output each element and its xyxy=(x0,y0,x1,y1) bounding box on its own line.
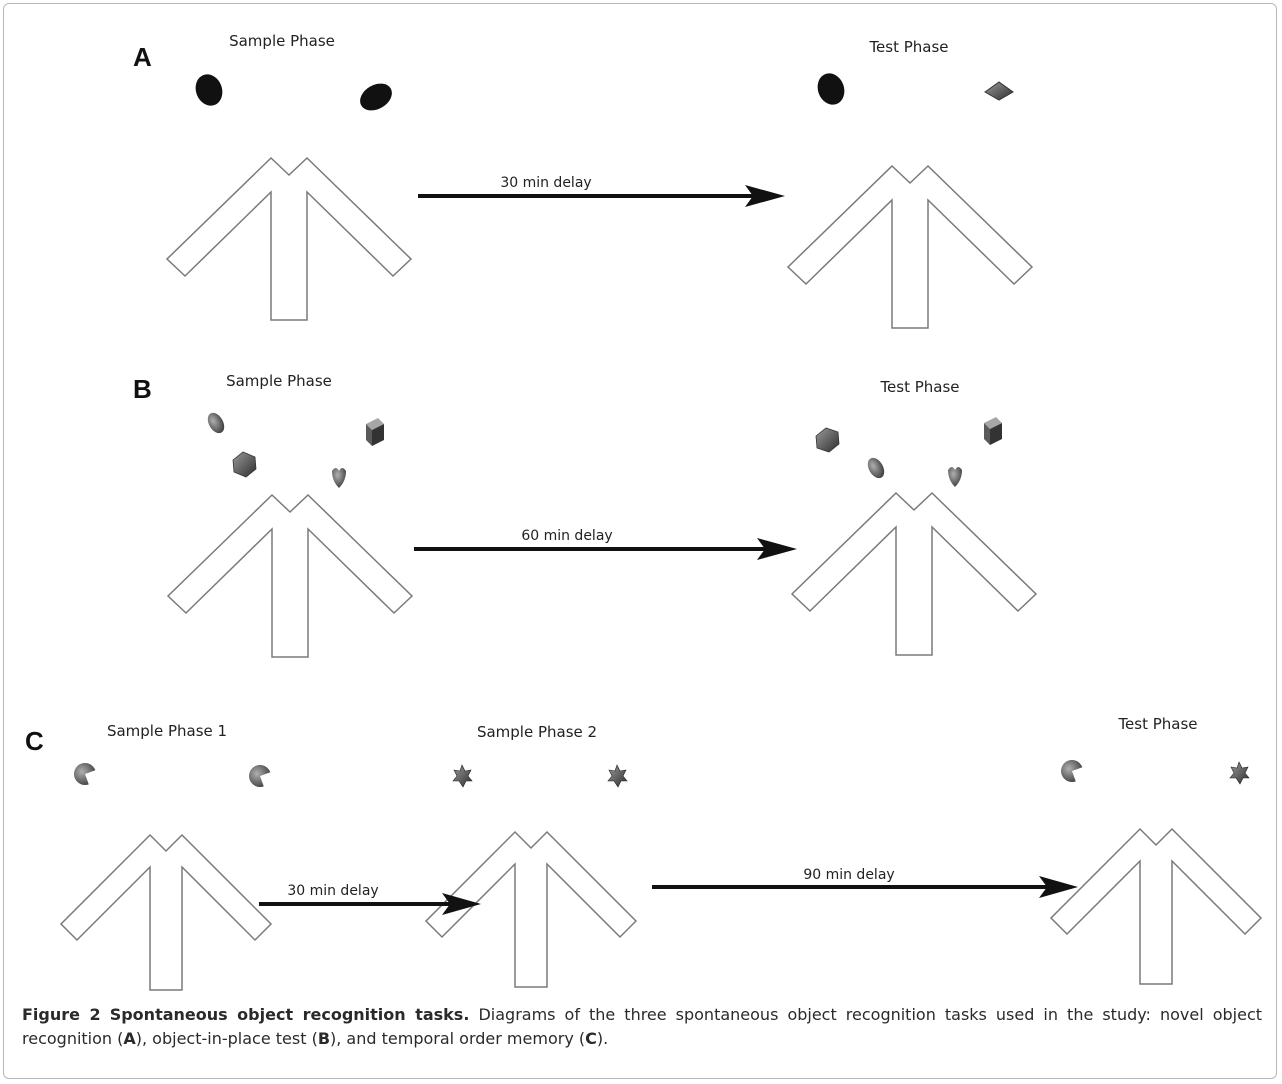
y-maze xyxy=(166,157,412,321)
object-egg xyxy=(207,412,225,434)
sample-phase-1-label: Sample Phase 1 xyxy=(107,722,227,740)
panel-a: A Sample Phase Test Phase 30 min delay xyxy=(133,32,1033,329)
object-pacman xyxy=(74,763,96,785)
object-star xyxy=(607,764,628,788)
caption-ref-b: B xyxy=(317,1029,331,1048)
y-maze xyxy=(787,165,1033,329)
object-egg xyxy=(867,457,885,479)
arrow-head xyxy=(757,538,797,560)
object-diamond xyxy=(984,81,1014,101)
test-phase-label: Test Phase xyxy=(868,38,948,56)
delay-label: 90 min delay xyxy=(803,867,894,883)
caption-text: ), object-in-place test ( xyxy=(135,1029,318,1048)
figure-number: Figure 2 xyxy=(22,1005,101,1024)
test-phase-label: Test Phase xyxy=(1117,715,1197,733)
sample-phase-label: Sample Phase xyxy=(226,372,332,390)
arrow-head xyxy=(1039,876,1078,898)
sample-phase-2-label: Sample Phase 2 xyxy=(477,723,597,741)
figure-caption: Figure 2 Spontaneous object recognition … xyxy=(22,1003,1262,1051)
panel-letter-a: A xyxy=(133,42,152,72)
figure-title: Spontaneous object recognition tasks. xyxy=(109,1005,470,1024)
y-maze xyxy=(167,494,413,658)
object-pacman xyxy=(1061,760,1083,782)
figure-diagram: A Sample Phase Test Phase 30 min delay B… xyxy=(25,32,1262,991)
object-oval xyxy=(817,73,845,105)
caption-ref-c: C xyxy=(585,1029,597,1048)
y-maze xyxy=(1050,828,1262,985)
test-phase-label: Test Phase xyxy=(879,378,959,396)
object-cube xyxy=(984,417,1002,445)
object-oval xyxy=(195,74,223,106)
figure-frame xyxy=(3,3,1277,1079)
delay-label: 60 min delay xyxy=(521,528,612,544)
arrow-head xyxy=(442,893,481,915)
caption-text: ), and temporal order memory ( xyxy=(330,1029,586,1048)
caption-text: Diagrams of the three spontaneous object… xyxy=(22,1005,1263,1048)
object-star xyxy=(452,764,473,788)
y-maze xyxy=(60,834,272,991)
object-heart xyxy=(948,467,962,487)
arrow-head xyxy=(745,185,785,207)
y-maze xyxy=(791,492,1037,656)
object-pacman xyxy=(249,765,271,787)
sample-phase-label: Sample Phase xyxy=(229,32,335,50)
panel-b: B Sample Phase Test Phase 60 min delay xyxy=(133,372,1037,658)
panel-letter-b: B xyxy=(133,374,152,404)
panel-letter-c: C xyxy=(25,726,44,756)
object-star xyxy=(1229,761,1250,785)
object-hexagon xyxy=(232,451,257,478)
object-hexagon xyxy=(815,427,840,453)
caption-text: ). xyxy=(596,1029,609,1048)
delay-label: 30 min delay xyxy=(500,175,591,191)
caption-ref-a: A xyxy=(123,1029,136,1048)
delay-label: 30 min delay xyxy=(287,883,378,899)
panel-c: C Sample Phase 1 Sample Phase 2 Test Pha… xyxy=(25,715,1262,991)
object-oval xyxy=(360,83,392,111)
object-heart xyxy=(332,468,346,488)
object-cube xyxy=(366,418,384,446)
